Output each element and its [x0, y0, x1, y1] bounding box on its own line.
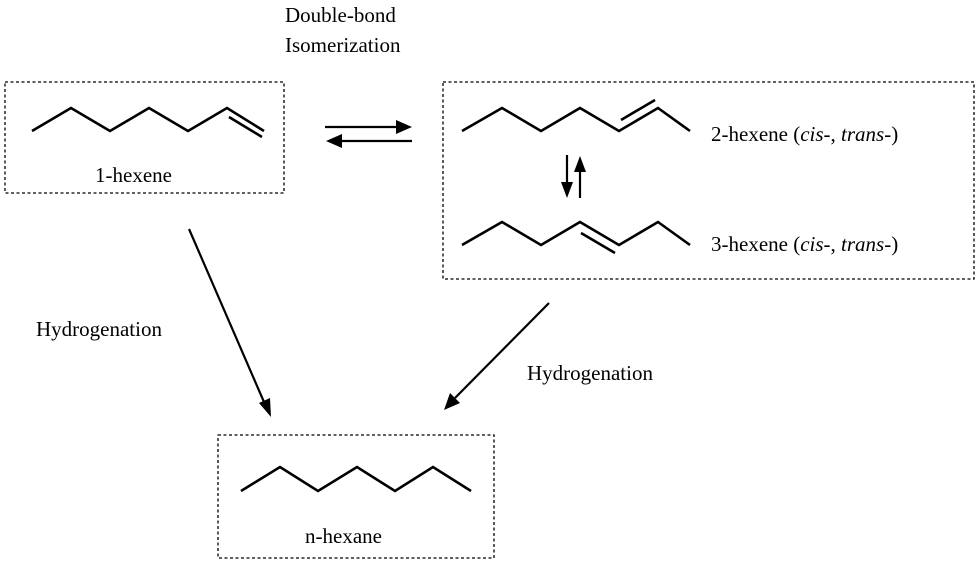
hydrogenation-arrow-right: [444, 302, 550, 410]
hexene23-box: [442, 81, 975, 280]
equilibrium-arrows-vertical: [561, 155, 586, 198]
equilibrium-arrows-horizontal: [325, 120, 412, 148]
nhexane-label: n-hexane: [305, 524, 382, 548]
hexene1-label: 1-hexene: [95, 163, 172, 187]
hexene3-structure: [461, 220, 691, 255]
hexene2-label: 2-hexene (cis-, trans-): [711, 122, 898, 146]
hydrogenation-label-left: Hydrogenation: [36, 317, 162, 341]
isomerization-label-line2: Isomerization: [285, 33, 401, 57]
hexene3-label: 3-hexene (cis-, trans-): [711, 232, 898, 256]
hexene1-box: [4, 81, 285, 194]
hydrogenation-label-right: Hydrogenation: [527, 361, 653, 385]
nhexane-box: [217, 434, 495, 559]
hexene2-structure: [461, 98, 691, 133]
hexene1-structure: [31, 106, 265, 139]
nhexane-structure: [240, 465, 472, 493]
hydrogenation-arrow-left: [187, 228, 271, 417]
isomerization-label-line1: Double-bond: [285, 3, 396, 27]
